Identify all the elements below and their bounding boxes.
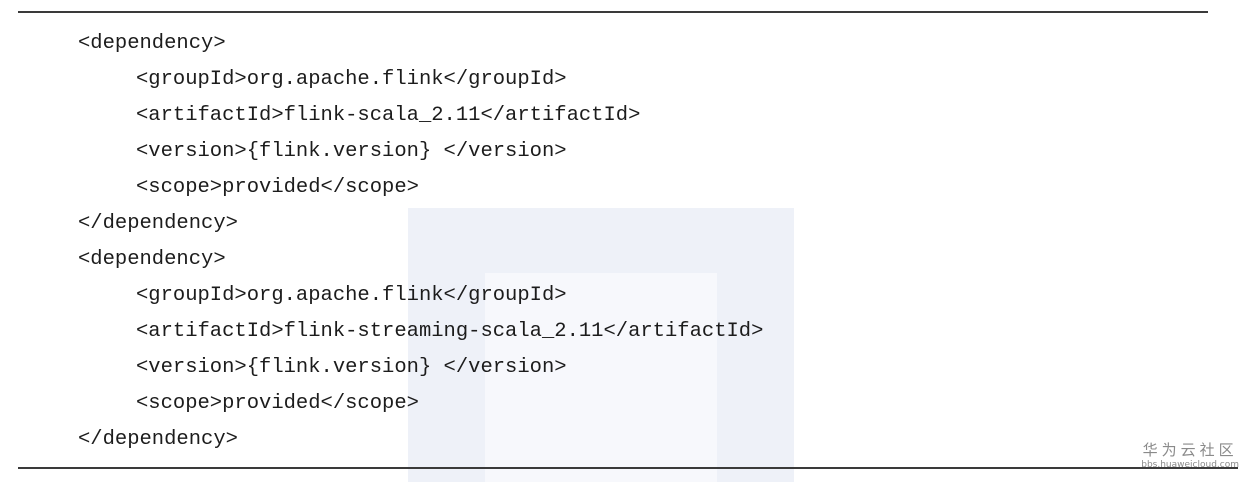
code-line: <scope>provided</scope> [136, 176, 419, 199]
site-watermark-title: 华为云社区 [1142, 441, 1238, 459]
code-line: <artifactId>flink-streaming-scala_2.11</… [136, 320, 764, 343]
code-line: <groupId>org.apache.flink</groupId> [136, 284, 567, 307]
code-line: <artifactId>flink-scala_2.11</artifactId… [136, 104, 641, 127]
code-line: </dependency> [78, 212, 238, 235]
code-line: <version>{flink.version} </version> [136, 356, 567, 379]
bottom-rule [18, 467, 1238, 469]
code-line: </dependency> [78, 428, 238, 451]
watermark-shape-inner [485, 273, 717, 482]
code-line: <scope>provided</scope> [136, 392, 419, 415]
code-line: <groupId>org.apache.flink</groupId> [136, 68, 567, 91]
code-listing: <dependency> <groupId>org.apache.flink</g… [78, 26, 763, 458]
code-line: <dependency> [78, 32, 226, 55]
top-rule [18, 11, 1208, 13]
site-watermark: 华为云社区 bbs.huaweicloud.com [1141, 440, 1239, 471]
site-watermark-url: bbs.huaweicloud.com [1141, 460, 1239, 470]
code-line: <version>{flink.version} </version> [136, 140, 567, 163]
code-line: <dependency> [78, 248, 226, 271]
